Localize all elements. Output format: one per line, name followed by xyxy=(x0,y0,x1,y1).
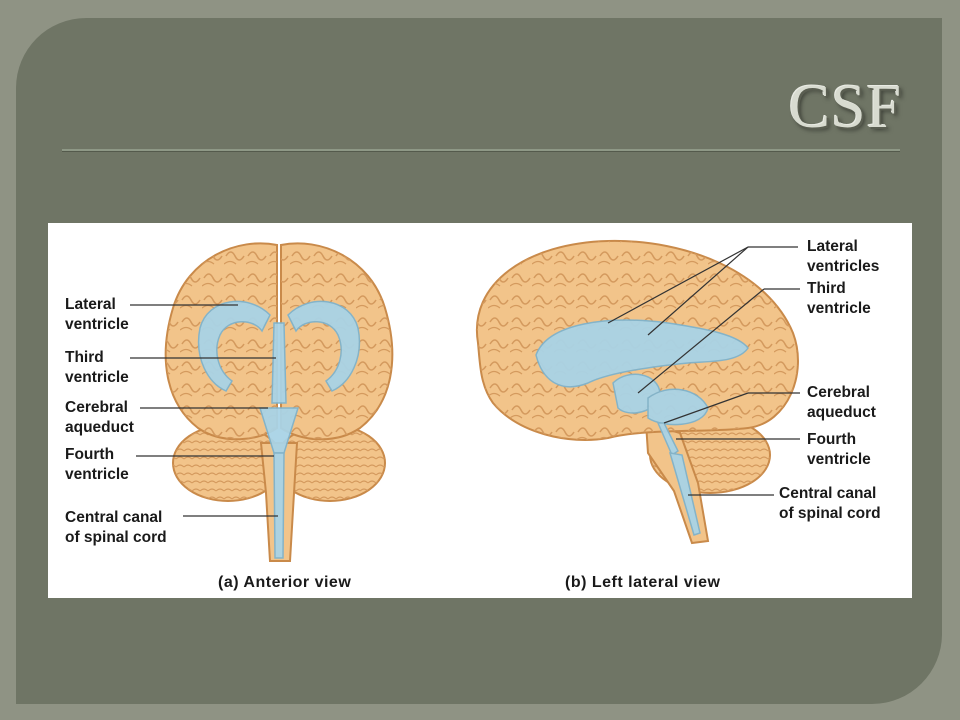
label-central-canal: Central canal of spinal cord xyxy=(65,509,167,546)
label-fourth-ventricle-lateral: Fourth ventricle xyxy=(807,431,871,468)
caption-lateral-view: (b) Left lateral view xyxy=(565,574,721,591)
ventricles-illustration xyxy=(130,239,800,562)
label-fourth-ventricle: Fourth ventricle xyxy=(65,446,129,483)
lateral-leader-lines xyxy=(607,246,800,496)
label-cerebral-aqueduct-lateral: Cerebral aqueduct xyxy=(807,384,876,421)
title-divider xyxy=(62,149,900,151)
anterior-brain xyxy=(164,242,394,562)
label-lateral-ventricle: Lateral ventricle xyxy=(65,296,129,333)
ventricles-figure: Lateral ventricle Third ventricle Cerebr… xyxy=(48,223,912,598)
label-lateral-ventricles: Lateral ventricles xyxy=(807,238,880,275)
caption-anterior-view: (a) Anterior view xyxy=(218,574,352,591)
slide-title: CSF xyxy=(788,73,902,141)
label-third-ventricle: Third ventricle xyxy=(65,349,129,386)
label-cerebral-aqueduct: Cerebral aqueduct xyxy=(65,399,134,436)
label-central-canal-lateral: Central canal of spinal cord xyxy=(779,485,881,522)
lateral-brain xyxy=(475,239,799,545)
label-third-ventricle-lateral: Third ventricle xyxy=(807,280,871,317)
anterior-leader-lines xyxy=(130,304,278,517)
